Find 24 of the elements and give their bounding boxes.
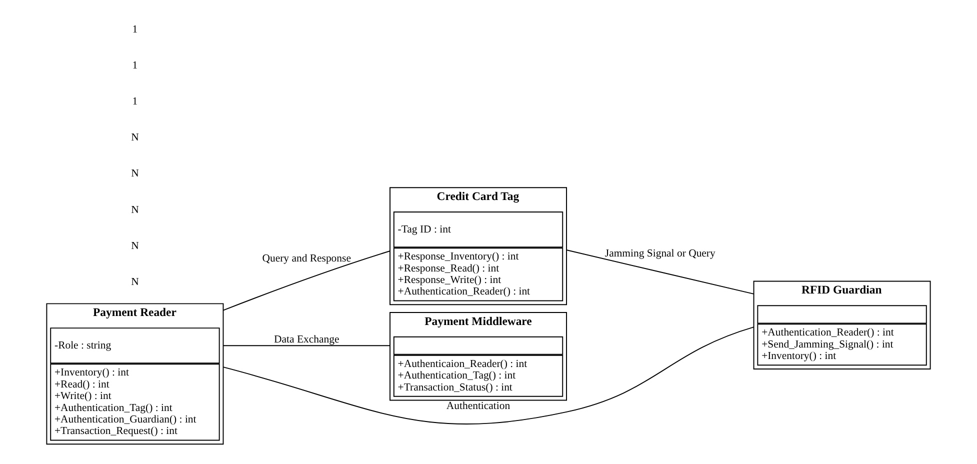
edge-label: Query and Response (262, 252, 351, 265)
label: N (131, 276, 139, 288)
label: 1 (132, 23, 138, 36)
edge-label: Data Exchange (274, 334, 340, 346)
node-box: +Authenticaion_Reader() : int +Authentication_Tag() : int +Transaction_Status() : int (393, 354, 564, 397)
label: N (131, 204, 139, 216)
label: 1 (132, 59, 138, 72)
node-box (757, 305, 927, 324)
node-box: -Tag ID : int (393, 212, 564, 248)
node-box: +Response_Inventory() : int +Response_Read() : int +Response_Write() : int +Authentication_Reader() : int (393, 248, 564, 302)
node-box: +Authentication_Reader() : int +Send_Jamming_Signal() : int +Inventory() : int (757, 324, 927, 366)
label: N (131, 240, 139, 252)
label: 1 (132, 96, 138, 108)
connector (222, 345, 390, 346)
label: N (131, 168, 139, 180)
connector (222, 326, 754, 425)
connector (566, 250, 754, 294)
node-box: -Role : string (50, 328, 220, 364)
edge-label: Authentication (446, 400, 510, 412)
node-box (393, 336, 564, 355)
connector (222, 250, 390, 311)
node-box: +Inventory() : int +Read() : int +Write() : int +Authentication_Tag() : int +Authentication_Guardian() : int +Transaction_Request() : int (50, 364, 220, 441)
label: N (131, 132, 139, 144)
edge-label: Jamming Signal or Query (604, 248, 716, 260)
